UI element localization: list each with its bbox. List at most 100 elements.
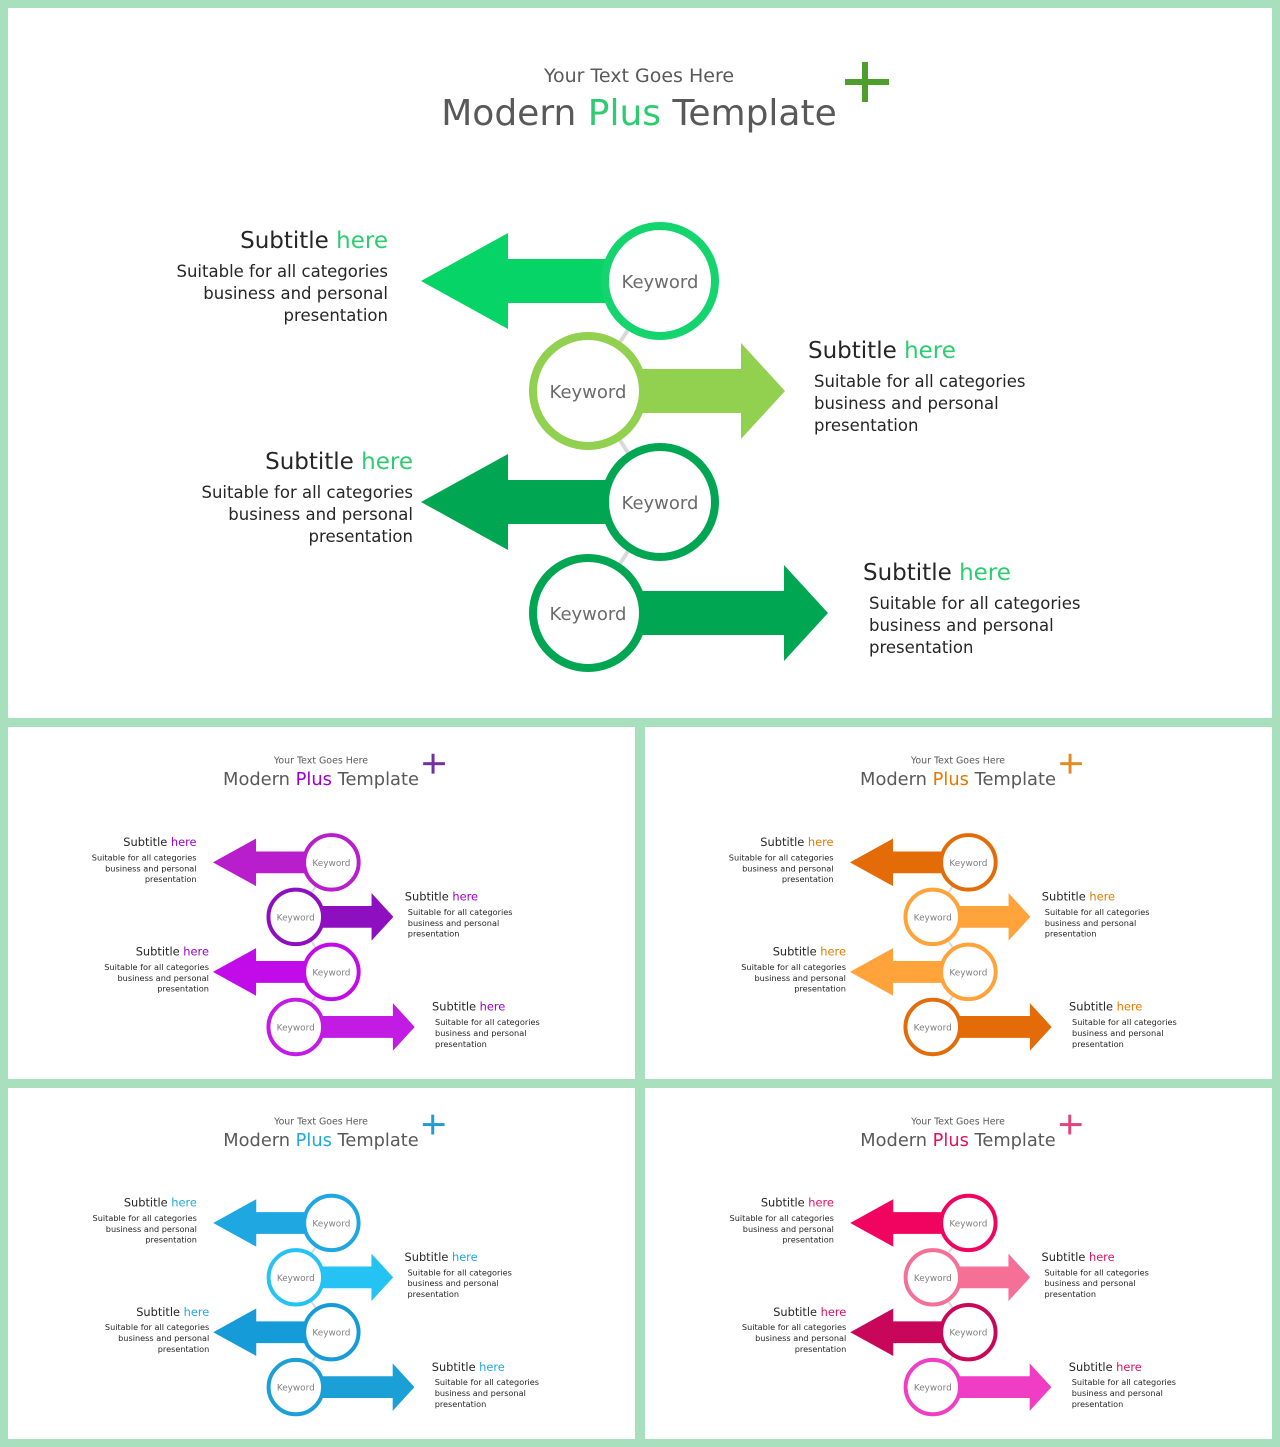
keyword-label: Keyword bbox=[277, 1384, 315, 1394]
keyword-circle bbox=[266, 1357, 325, 1417]
description-line: business and personal bbox=[1072, 1028, 1163, 1038]
description-line: Suitable for all categories bbox=[814, 372, 1026, 391]
subtitle: Subtitle here bbox=[123, 835, 196, 849]
arrow-left-icon bbox=[850, 1199, 969, 1247]
subtitle: Subtitle here bbox=[761, 1196, 834, 1210]
description-line: presentation bbox=[309, 527, 413, 546]
subtitle: Subtitle here bbox=[240, 228, 388, 254]
description-line: presentation bbox=[869, 638, 973, 657]
description-line: Suitable for all categories bbox=[742, 1322, 846, 1332]
slide-title: Modern Plus Template bbox=[860, 1130, 1055, 1151]
description-line: presentation bbox=[158, 1344, 210, 1354]
subtitle: Subtitle here bbox=[405, 1250, 478, 1264]
description-line: business and personal bbox=[1045, 1278, 1136, 1288]
arrow-right-icon bbox=[295, 1363, 415, 1411]
keyword-circle bbox=[903, 1248, 962, 1307]
keyword-label: Keyword bbox=[622, 272, 699, 293]
keyword-label: Keyword bbox=[949, 1219, 987, 1229]
keyword-circle bbox=[266, 997, 325, 1057]
subtitle: Subtitle here bbox=[432, 1360, 505, 1374]
description-line: Suitable for all categories bbox=[1072, 1017, 1177, 1027]
description-line: business and personal bbox=[1045, 918, 1136, 928]
description-line: Suitable for all categories bbox=[435, 1017, 540, 1027]
subtitle: Subtitle here bbox=[265, 449, 413, 475]
description-line: Suitable for all categories bbox=[730, 1213, 834, 1223]
slide-title: Modern Plus Template bbox=[223, 769, 419, 790]
keyword-circle bbox=[302, 833, 361, 892]
plus-icon bbox=[845, 62, 889, 102]
description-line: presentation bbox=[435, 1399, 487, 1409]
description-line: business and personal bbox=[118, 1333, 209, 1343]
arrow-right-icon bbox=[588, 343, 785, 439]
description-line: Suitable for all categories bbox=[92, 852, 197, 862]
arrow-right-icon bbox=[295, 1003, 415, 1051]
arrow-right-icon bbox=[932, 1253, 1031, 1302]
description-line: presentation bbox=[145, 1235, 197, 1245]
description-line: presentation bbox=[782, 874, 834, 884]
arrow-left-icon bbox=[421, 454, 660, 550]
keyword-label: Keyword bbox=[949, 859, 987, 869]
keyword-label: Keyword bbox=[914, 1274, 952, 1284]
keyword-label: Keyword bbox=[312, 968, 350, 978]
description-line: business and personal bbox=[754, 973, 845, 983]
description-line: business and personal bbox=[1072, 1388, 1163, 1398]
keyword-label: Keyword bbox=[550, 382, 627, 403]
subtitle: Subtitle here bbox=[432, 1000, 505, 1014]
description-line: presentation bbox=[408, 1289, 460, 1299]
keyword-label: Keyword bbox=[277, 913, 315, 923]
description-line: Suitable for all categories bbox=[105, 1322, 209, 1332]
pre-title: Your Text Goes Here bbox=[273, 756, 368, 767]
pre-title: Your Text Goes Here bbox=[543, 65, 734, 87]
keyword-circle bbox=[939, 1303, 998, 1362]
keyword-circle bbox=[302, 1193, 361, 1253]
description-line: Suitable for all categories bbox=[93, 1213, 197, 1223]
keyword-circle bbox=[601, 222, 719, 340]
keyword-circle bbox=[903, 997, 962, 1057]
subtitle: Subtitle here bbox=[1069, 1360, 1142, 1374]
description-line: business and personal bbox=[755, 1333, 846, 1343]
description-line: Suitable for all categories bbox=[408, 1267, 512, 1277]
description-line: Suitable for all categories bbox=[104, 962, 209, 972]
plus-icon bbox=[1060, 753, 1082, 774]
description-line: Suitable for all categories bbox=[177, 262, 389, 281]
description-line: presentation bbox=[794, 984, 846, 994]
arrow-right-icon bbox=[932, 1363, 1052, 1411]
description-line: business and personal bbox=[106, 1224, 197, 1234]
pre-title: Your Text Goes Here bbox=[273, 1117, 368, 1128]
description-line: business and personal bbox=[228, 505, 413, 524]
description-line: presentation bbox=[284, 306, 388, 325]
subtitle: Subtitle here bbox=[124, 1196, 197, 1210]
description-line: business and personal bbox=[203, 284, 388, 303]
arrow-left-icon bbox=[212, 948, 332, 996]
subtitle: Subtitle here bbox=[136, 1305, 209, 1319]
description-line: presentation bbox=[782, 1235, 834, 1245]
slide-title: Modern Plus Template bbox=[441, 93, 837, 134]
keyword-circle bbox=[302, 942, 361, 1002]
arrow-left-icon bbox=[849, 948, 969, 996]
subtitle: Subtitle here bbox=[405, 890, 478, 904]
subtitle: Subtitle here bbox=[773, 945, 846, 959]
keyword-label: Keyword bbox=[622, 493, 699, 514]
keyword-circle bbox=[903, 887, 962, 947]
arrow-left-icon bbox=[213, 1308, 332, 1356]
keyword-circle bbox=[529, 554, 647, 672]
description-line: presentation bbox=[408, 929, 460, 939]
description-line: presentation bbox=[1072, 1039, 1124, 1049]
description-line: Suitable for all categories bbox=[1072, 1377, 1176, 1387]
